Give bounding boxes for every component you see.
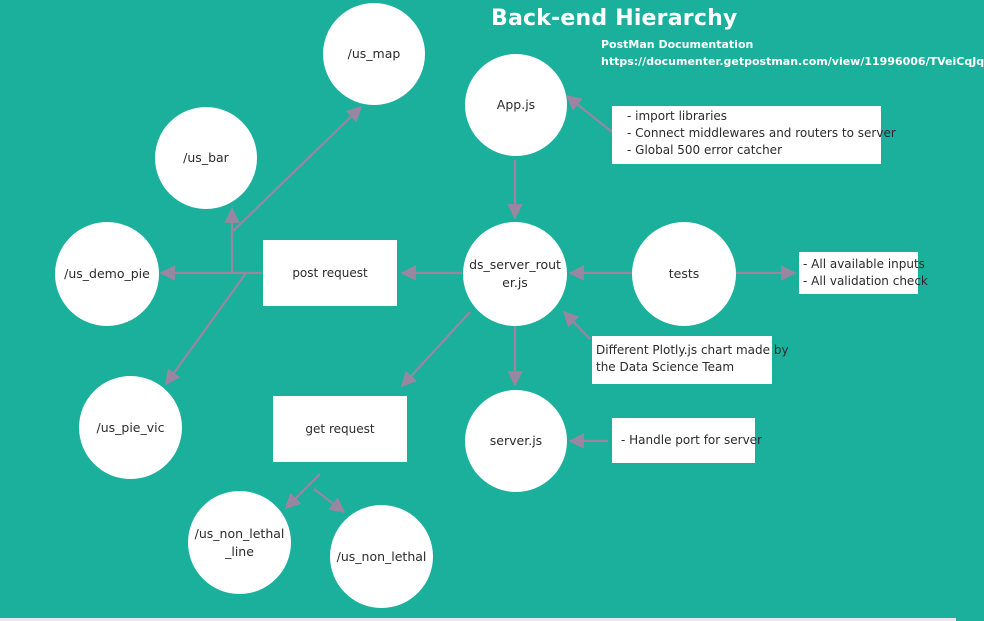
node-us-map: /us_map xyxy=(323,3,425,105)
arrow-post-to-pie-vic xyxy=(165,272,247,386)
node-label: App.js xyxy=(496,97,536,112)
note-line: - All available inputs xyxy=(803,257,925,271)
doc-url-link[interactable]: https://documenter.getpostman.com/view/1… xyxy=(601,55,984,68)
node-server-js: server.js xyxy=(465,390,567,492)
note-line: - import libraries xyxy=(627,109,728,123)
doc-label: PostMan Documentation xyxy=(601,38,754,51)
diagram-canvas: Back-end Hierarchy PostMan Documentation… xyxy=(0,3,984,621)
note-line: Different Plotly.js chart made by xyxy=(596,343,789,357)
connector-layer xyxy=(159,95,797,513)
post-request-box: post request xyxy=(263,240,397,306)
node-label: /us_map xyxy=(347,46,401,61)
note-line: - Connect middlewares and routers to ser… xyxy=(627,126,896,140)
node-us-pie-vic: /us_pie_vic xyxy=(79,376,182,479)
get-request-box: get request xyxy=(273,396,407,462)
node-us-non-lethal: /us_non_lethal xyxy=(330,505,433,608)
arrow-appnote-to-app xyxy=(565,95,613,133)
node-label: ds_server_rout er.js xyxy=(469,257,561,290)
bottom-divider xyxy=(0,618,956,621)
tests-notes-box: - All available inputs - All validation … xyxy=(799,252,928,294)
server-notes-box: - Handle port for server xyxy=(612,418,762,463)
node-app-js: App.js xyxy=(465,54,567,156)
arrow-get-to-non-lethal-line xyxy=(284,473,321,510)
node-tests: tests xyxy=(632,222,736,326)
note-line: - Global 500 error catcher xyxy=(627,143,782,157)
note-line: the Data Science Team xyxy=(596,360,735,374)
arrow-post-to-map xyxy=(231,105,363,233)
box-label: post request xyxy=(292,265,368,280)
arrow-router-to-get xyxy=(400,311,471,388)
node-label: /us_non_lethal _line xyxy=(194,525,285,559)
node-us-demo-pie: /us_demo_pie xyxy=(55,222,159,326)
node-label: /us_bar xyxy=(183,150,229,165)
diagram-title: Back-end Hierarchy xyxy=(491,6,738,31)
node-us-bar: /us_bar xyxy=(155,107,257,209)
node-label: tests xyxy=(668,266,700,281)
node-label: /us_pie_vic xyxy=(96,419,165,435)
arrow-plotly-to-router xyxy=(562,310,591,340)
node-label: /us_non_lethal xyxy=(336,548,427,564)
arrow-get-to-non-lethal xyxy=(313,488,346,513)
node-ds-server-router: ds_server_rout er.js xyxy=(463,222,567,326)
note-line: - Handle port for server xyxy=(621,433,762,447)
node-label: /us_demo_pie xyxy=(64,266,150,281)
note-line: - All validation check xyxy=(803,274,928,288)
plotly-notes-box: Different Plotly.js chart made by the Da… xyxy=(592,336,789,384)
node-label: server.js xyxy=(489,433,543,448)
app-notes-box: - import libraries - Connect middlewares… xyxy=(612,106,896,164)
box-label: get request xyxy=(305,421,375,436)
node-us-non-lethal-line: /us_non_lethal _line xyxy=(188,491,291,594)
